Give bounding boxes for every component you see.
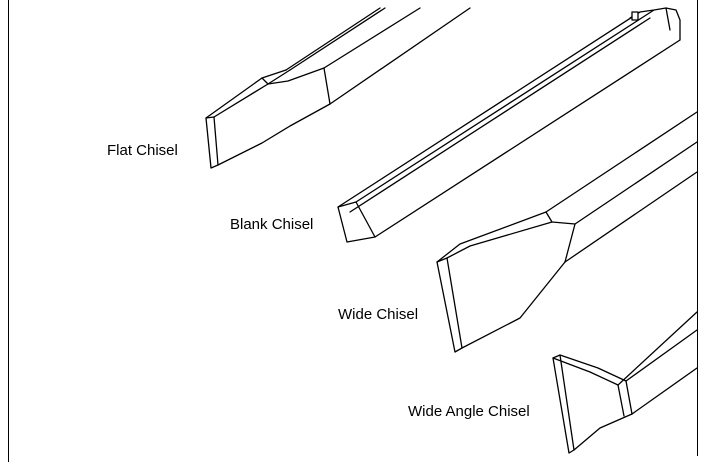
flat-chisel [205,7,471,169]
wide-angle-chisel [552,311,698,454]
blank-chisel [337,7,681,243]
label-flat-chisel: Flat Chisel [107,142,178,159]
label-blank-chisel: Blank Chisel [230,216,313,233]
label-wide-chisel: Wide Chisel [338,306,418,323]
label-wide-angle-chisel: Wide Angle Chisel [408,403,530,420]
wide-chisel [436,111,698,353]
